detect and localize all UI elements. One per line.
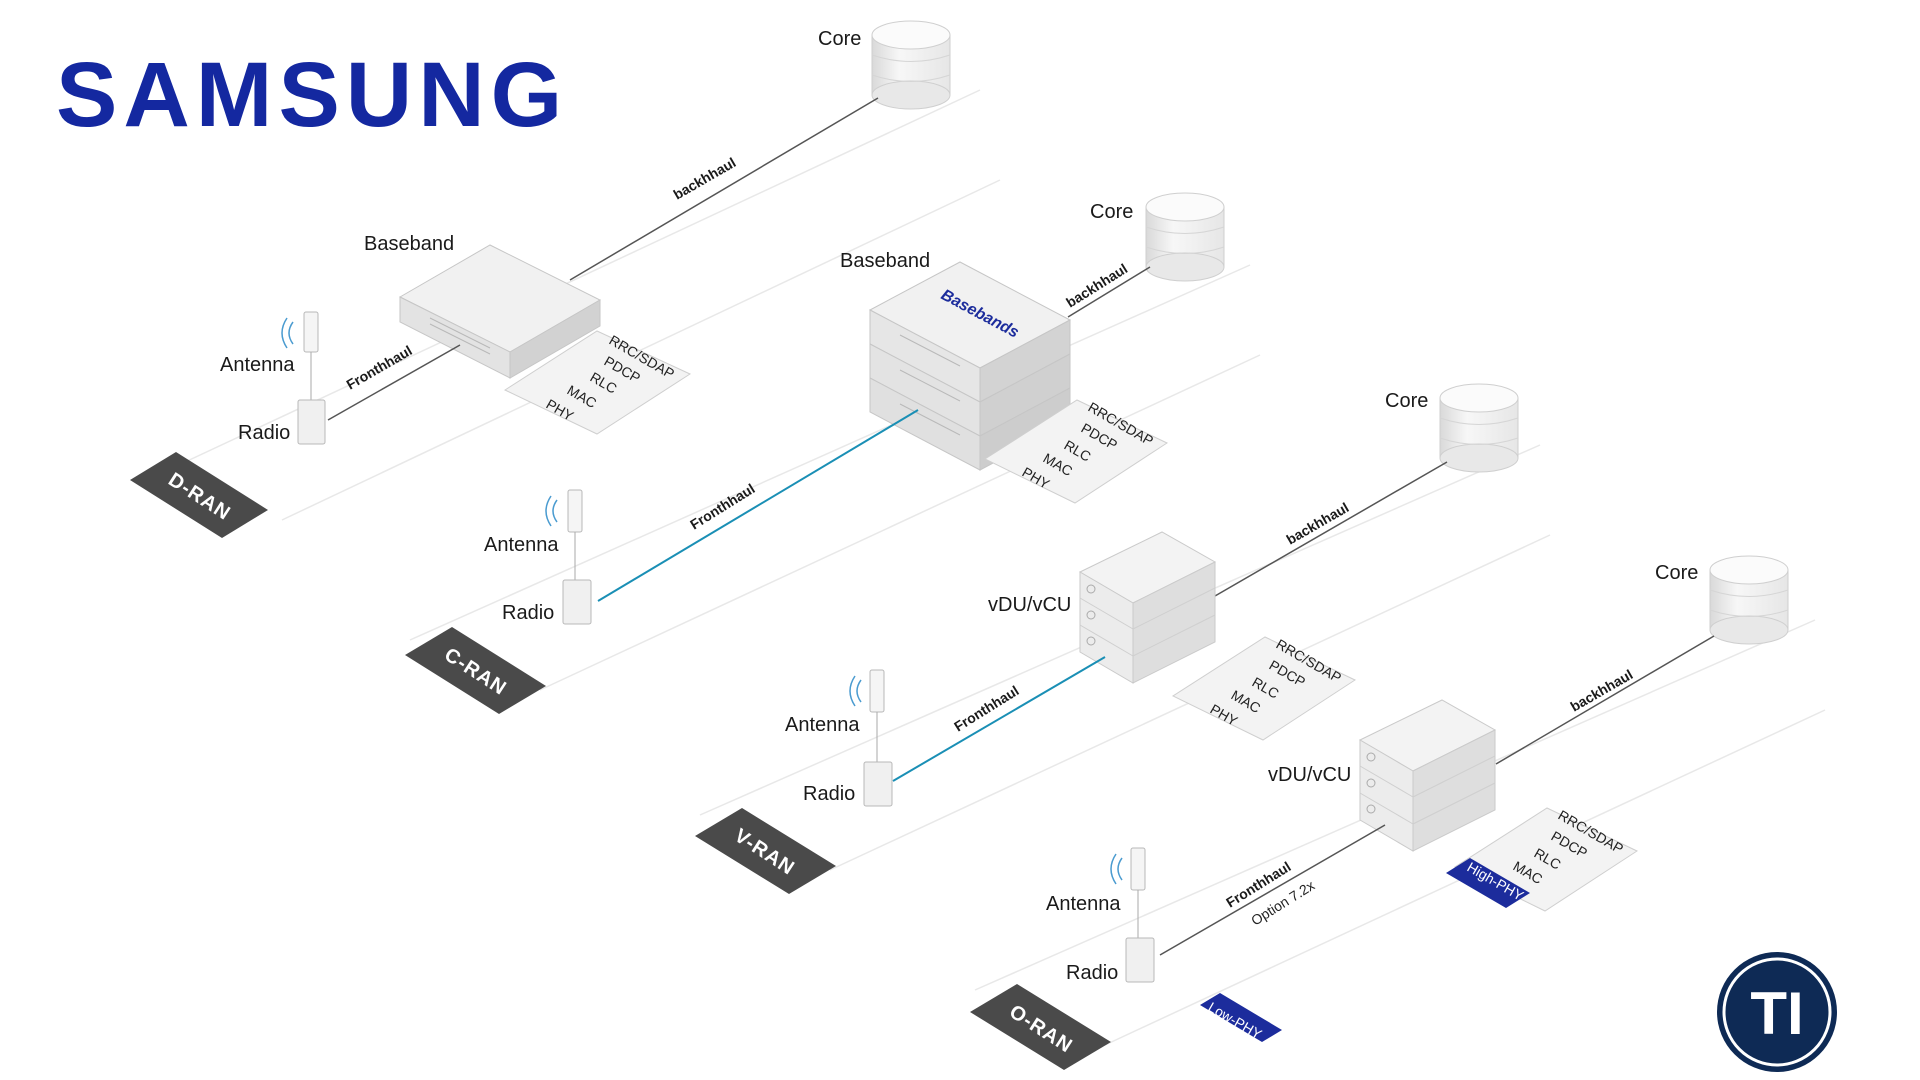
ti-badge-text: TI <box>1750 980 1803 1047</box>
d-ran-fronthaul-label: Fronthhaul <box>344 342 415 392</box>
v-ran-antenna <box>849 669 885 762</box>
v-ran-core-database <box>1439 383 1519 473</box>
c-ran-radio <box>562 579 592 625</box>
d-ran-backhaul-label: backhhaul <box>671 154 739 202</box>
o-ran-antenna <box>1110 847 1146 938</box>
d-ran-radio <box>297 399 326 445</box>
v-ran-fronthaul-link <box>892 656 1106 782</box>
d-ran-tag <box>130 452 268 538</box>
v-ran-antenna-label: Antenna <box>785 714 860 736</box>
o-ran-core-database <box>1709 555 1789 645</box>
o-ran-fronthaul-link <box>1159 824 1386 956</box>
c-ran-antenna <box>545 489 583 580</box>
c-ran-baseband-label: Baseband <box>840 250 930 272</box>
o-ran-radio <box>1125 937 1155 983</box>
o-ran-tag <box>970 984 1111 1070</box>
v-ran-vdu-label: vDU/vCU <box>988 594 1071 616</box>
o-ran-backhaul-link <box>1495 635 1715 765</box>
o-ran-vdu-server <box>1358 699 1497 852</box>
c-ran-tag <box>405 627 546 714</box>
d-ran-protocol-stack: RRC/SDAP PDCP RLC MAC PHY <box>503 330 692 435</box>
c-ran-core-database <box>1145 192 1225 282</box>
d-ran-core-label: Core <box>818 28 861 50</box>
d-ran-fronthaul-link <box>327 344 461 421</box>
c-ran-core-label: Core <box>1090 201 1133 223</box>
v-ran-core-label: Core <box>1385 390 1428 412</box>
ti-badge: TI <box>1717 952 1837 1072</box>
d-ran-baseband-unit <box>398 244 602 379</box>
o-ran-antenna-label: Antenna <box>1046 893 1121 915</box>
samsung-logo: SAMSUNG <box>56 44 568 146</box>
o-ran-radio-label: Radio <box>1066 962 1118 984</box>
d-ran-core-database <box>871 20 951 110</box>
v-ran-backhaul-link <box>1214 461 1448 597</box>
d-ran-radio-label: Radio <box>238 422 290 444</box>
o-ran-vdu-label: vDU/vCU <box>1268 764 1351 786</box>
c-ran-section: Core backhhaul Basebands Baseband RRC/SD… <box>405 192 1261 714</box>
v-ran-protocol-stack: RRC/SDAP PDCP RLC MAC PHY <box>1171 636 1357 741</box>
v-ran-tag <box>695 808 836 894</box>
o-ran-protocol-stack: RRC/SDAP PDCP RLC MAC <box>1453 807 1639 912</box>
d-ran-antenna-label: Antenna <box>220 354 295 376</box>
v-ran-radio <box>863 761 893 807</box>
o-ran-low-phy-label-box: Low-PHY <box>1200 993 1282 1042</box>
o-ran-backhaul-label: backhhaul <box>1568 666 1636 714</box>
v-ran-radio-label: Radio <box>803 783 855 805</box>
v-ran-vdu-server <box>1078 531 1217 684</box>
c-ran-fronthaul-label: Fronthhaul <box>687 480 757 532</box>
d-ran-baseband-label: Baseband <box>364 233 454 255</box>
c-ran-radio-label: Radio <box>502 602 554 624</box>
o-ran-core-label: Core <box>1655 562 1698 584</box>
c-ran-fronthaul-link <box>597 409 919 602</box>
d-ran-backhaul-link <box>569 97 879 281</box>
d-ran-antenna <box>281 311 319 400</box>
c-ran-antenna-label: Antenna <box>484 534 559 556</box>
c-ran-backhaul-link <box>1067 266 1151 318</box>
